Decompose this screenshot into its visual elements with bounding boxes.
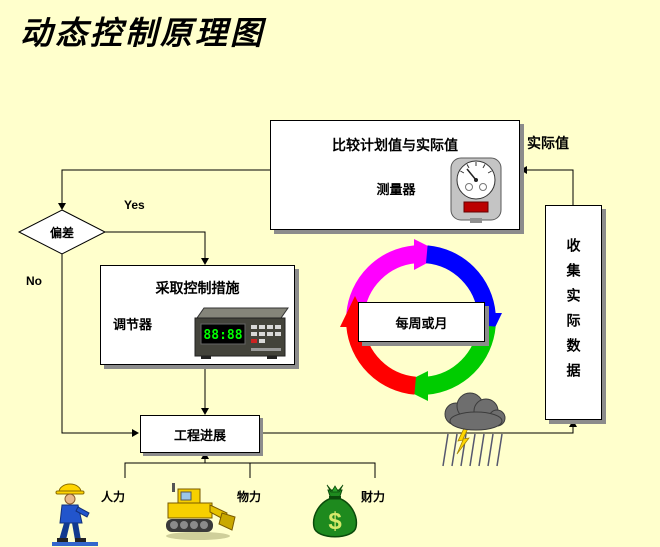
cycle-period-box: 每周或月 xyxy=(358,302,485,342)
dollar-sign: $ xyxy=(328,508,342,535)
gauge-needle xyxy=(466,168,477,181)
gauge-display xyxy=(463,201,489,213)
arrowhead-measures-to-progress xyxy=(201,408,209,415)
cycle-arrow-red xyxy=(346,324,417,395)
arrowhead-collect-to-compare xyxy=(520,166,527,174)
page-title: 动态控制原理图 xyxy=(20,15,266,51)
arrow-no-branch xyxy=(61,254,132,434)
collect-data-box: 收集实际数据 xyxy=(545,205,602,420)
money-bag-icon: $ xyxy=(312,484,358,538)
arrow-yes-branch xyxy=(105,231,206,258)
regulator-device-icon: 88:88 xyxy=(194,307,289,359)
bulldozer-icon xyxy=(166,483,236,540)
yes-branch-label: Yes xyxy=(124,198,145,212)
manpower-label: 人力 xyxy=(101,490,126,504)
arrow-collect-to-compare xyxy=(527,169,574,205)
collect-data-label: 收集实际数据 xyxy=(565,237,582,388)
deviation-decision-label: 偏差 xyxy=(49,226,74,240)
worker-icon xyxy=(52,483,98,546)
arrowhead-resources-to-progress xyxy=(201,452,209,459)
rain-cloud-icon xyxy=(442,392,506,467)
no-branch-label: No xyxy=(26,274,42,288)
arrow-compare-to-decision xyxy=(61,169,270,204)
regulator-led-display: 88:88 xyxy=(203,328,242,343)
project-progress-box: 工程进展 xyxy=(140,415,260,453)
resource-collector-lines xyxy=(124,458,376,478)
gauge-meter-icon xyxy=(450,157,502,223)
project-progress-label: 工程进展 xyxy=(173,427,226,443)
actual-value-label: 实际值 xyxy=(527,135,569,151)
compare-values-label: 比较计划值与实际值 xyxy=(332,137,458,153)
material-label: 物力 xyxy=(237,490,262,504)
arrow-progress-to-collect xyxy=(260,427,574,434)
arrowhead-to-decision xyxy=(58,203,66,210)
measuring-device-label: 测量器 xyxy=(376,182,416,197)
arrowhead-progress-to-collect xyxy=(569,420,577,427)
financial-label: 财力 xyxy=(361,490,386,504)
regulator-label: 调节器 xyxy=(113,317,153,332)
control-measures-label: 采取控制措施 xyxy=(155,280,240,296)
cycle-period-label: 每周或月 xyxy=(395,315,448,331)
arrowhead-no-branch xyxy=(132,429,139,437)
arrowhead-yes-branch xyxy=(201,258,209,265)
